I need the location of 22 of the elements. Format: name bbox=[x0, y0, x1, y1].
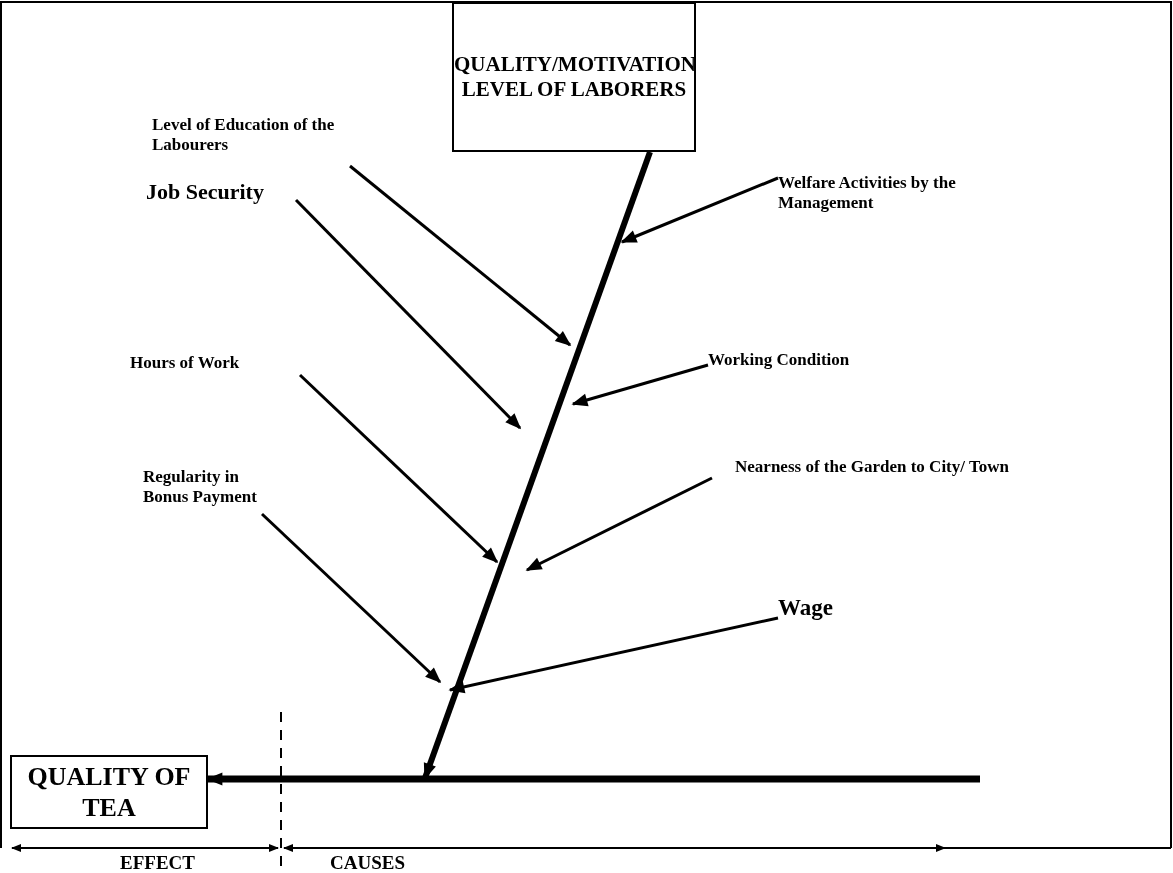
cause-label: Wage bbox=[778, 592, 870, 624]
heading-box bbox=[452, 2, 696, 152]
arrow bbox=[298, 373, 499, 564]
cause-label: Working Condition bbox=[708, 347, 948, 373]
box-title: QUALITY OF TEA bbox=[26, 760, 192, 824]
cause-label: Hours of Work bbox=[130, 350, 310, 376]
arrow bbox=[525, 476, 713, 572]
arrow bbox=[294, 198, 522, 430]
heading-box bbox=[10, 755, 208, 829]
cause-label: Nearness of the Garden to City/ Town bbox=[712, 440, 1032, 494]
arrow bbox=[349, 164, 572, 347]
arrow bbox=[571, 363, 709, 407]
cause-label: Regularity in Bonus Payment bbox=[143, 460, 278, 514]
box-title: QUALITY/MOTIVATION LEVEL OF LABORERS bbox=[454, 51, 694, 103]
arrow bbox=[260, 512, 442, 684]
arrow bbox=[448, 616, 779, 694]
cause-label: Welfare Activities by the Management bbox=[778, 162, 1008, 224]
effect-label: EFFECT bbox=[120, 852, 195, 873]
cause-label: Level of Education of the Labourers bbox=[152, 104, 362, 166]
cause-label: Job Security bbox=[146, 176, 296, 208]
causes-label: CAUSES bbox=[330, 852, 405, 873]
arrow bbox=[620, 176, 779, 244]
